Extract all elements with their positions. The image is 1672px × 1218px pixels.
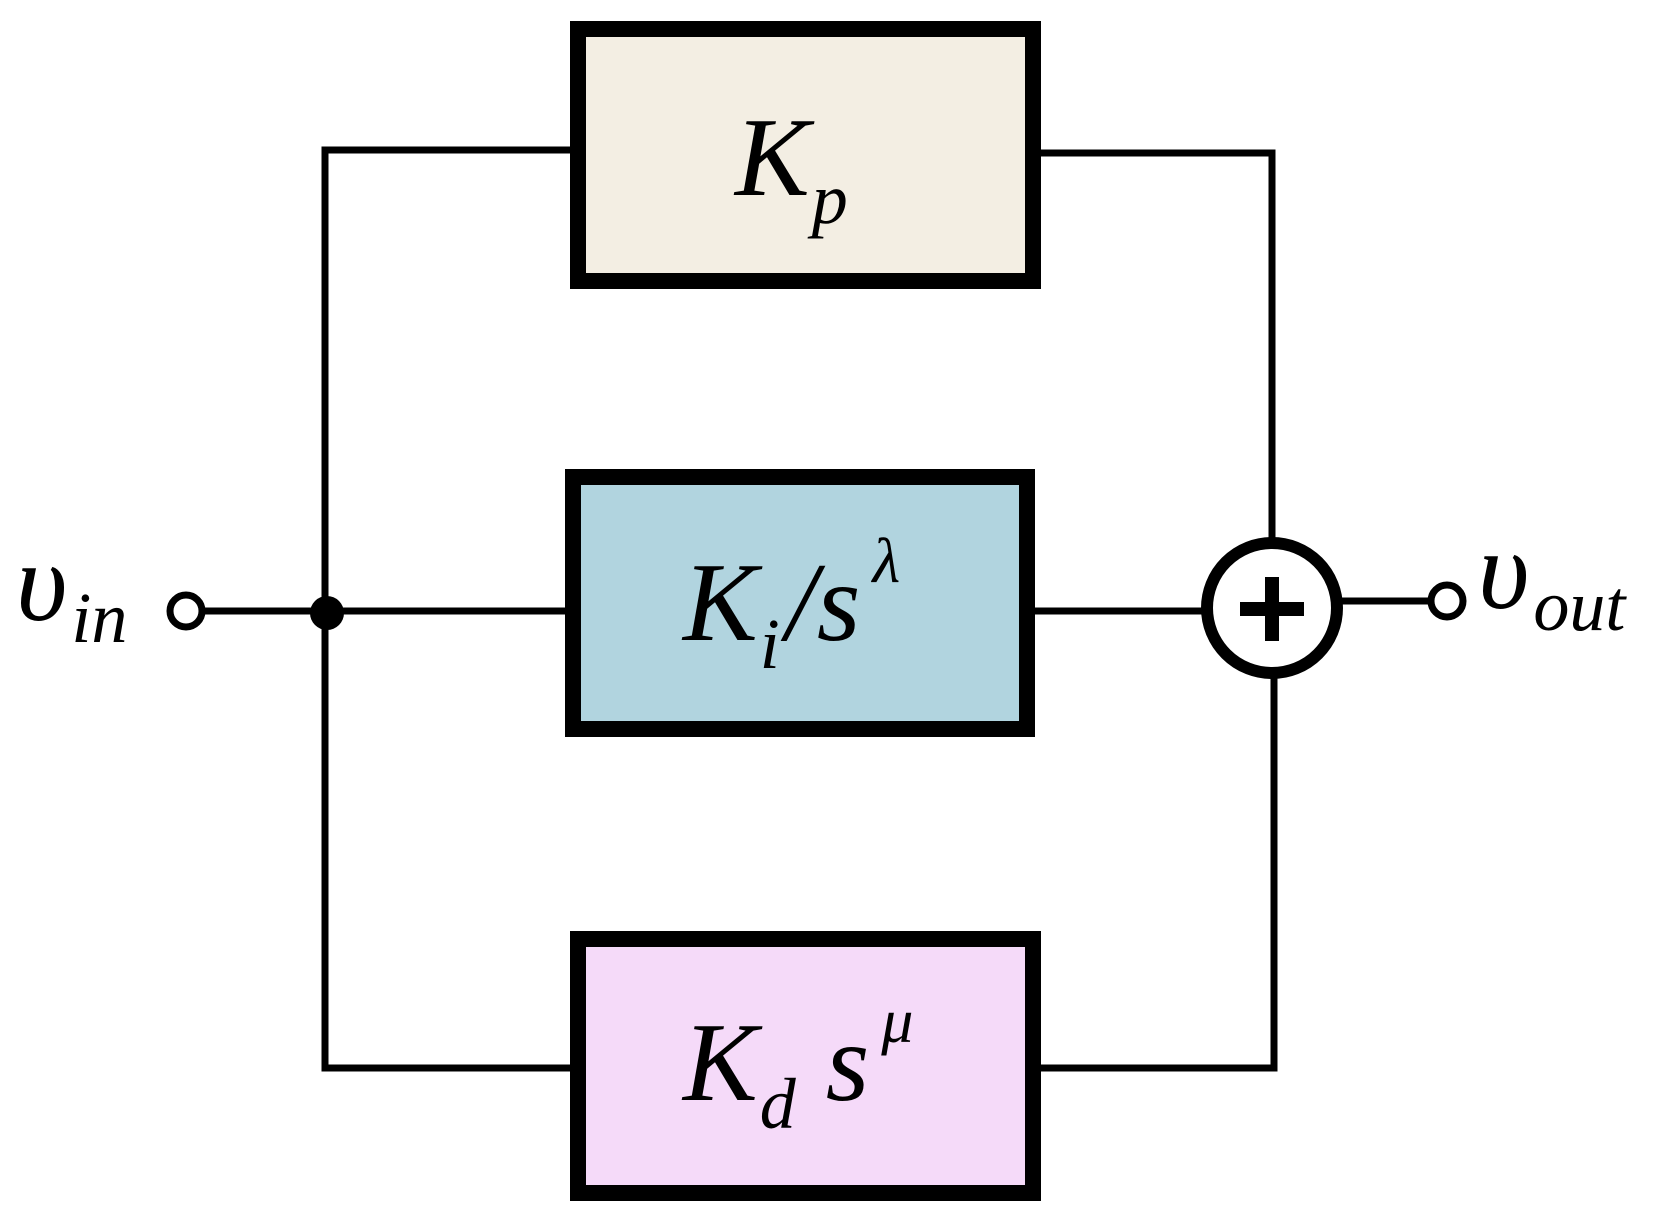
ki-block-box <box>565 469 1035 737</box>
kp-block: Kp <box>570 21 1041 289</box>
ki-subscript: i <box>760 604 780 684</box>
plus-icon <box>1240 577 1304 641</box>
wire-kp-to-summer <box>1029 149 1276 541</box>
kd-variable: s <box>826 1001 870 1125</box>
output-symbol: υ <box>1478 509 1529 633</box>
ki-exponent: λ <box>870 525 900 596</box>
ki-symbol: K <box>681 541 763 665</box>
kd-symbol: K <box>681 1001 763 1125</box>
summing-junction: + <box>1201 537 1343 679</box>
kd-subscript: d <box>760 1064 797 1144</box>
input-terminal <box>166 591 206 631</box>
output-terminal <box>1427 581 1467 621</box>
input-subscript: in <box>71 578 127 658</box>
wires <box>201 146 1434 1072</box>
kd-exponent: μ <box>880 985 913 1056</box>
ki-variable: s <box>817 541 861 665</box>
kp-label: Kp <box>733 96 848 239</box>
kp-block-box <box>570 21 1041 289</box>
input-label: υin <box>16 521 127 658</box>
kp-symbol: K <box>733 96 815 220</box>
kp-subscript: p <box>807 159 848 239</box>
junction-dot <box>310 596 344 630</box>
output-subscript: out <box>1533 566 1627 646</box>
input-symbol: υ <box>16 521 67 645</box>
wire-kd-to-summer <box>1029 676 1278 1072</box>
kd-block-box <box>570 931 1041 1201</box>
output-label: υout <box>1478 509 1627 646</box>
